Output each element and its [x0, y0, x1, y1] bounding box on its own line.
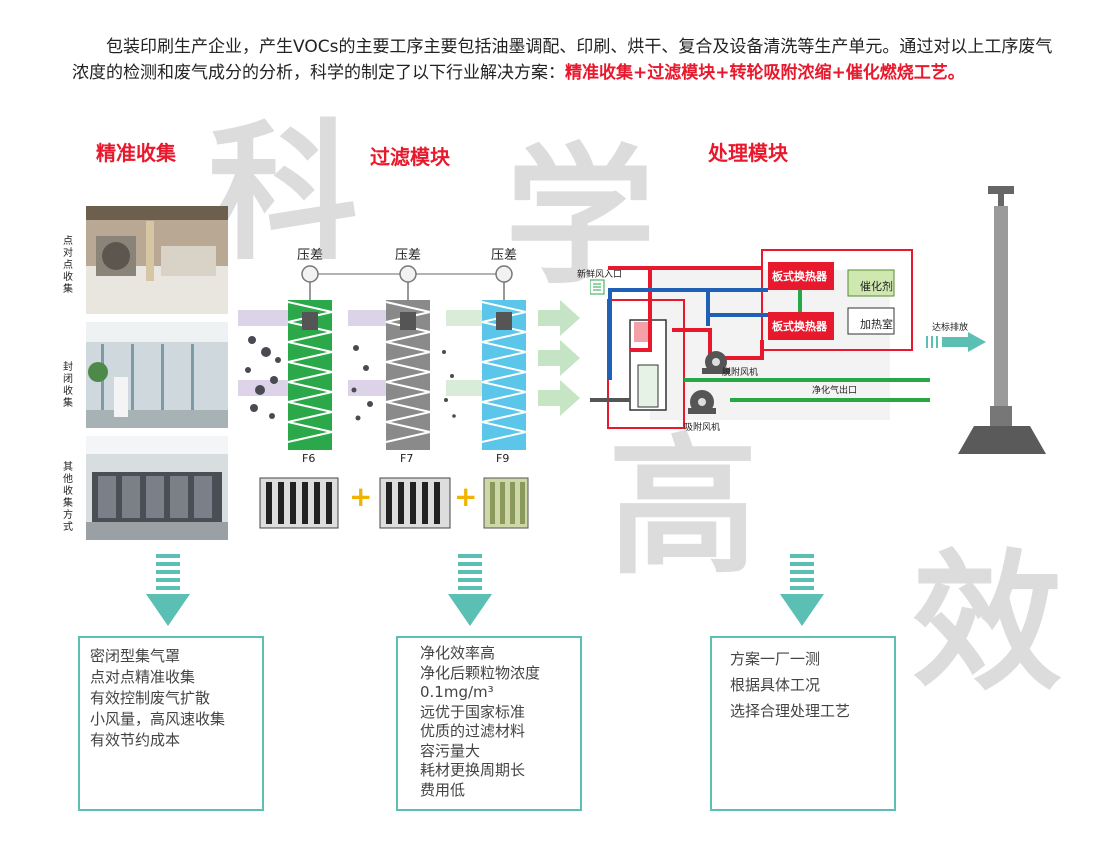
- info-collect-line-1: 密闭型集气罩: [90, 647, 181, 665]
- label-suction-fan: 吸附风机: [684, 423, 721, 433]
- down-arrow-collect: [146, 554, 190, 626]
- plus-sign-1: +: [349, 480, 373, 513]
- label-fresh-air: 新鲜风入口: [577, 270, 623, 280]
- section-title-collect: 精准收集: [96, 141, 176, 165]
- label-heat-exchanger-2: 板式换热器: [772, 320, 827, 333]
- info-box-process: 方案一厂一测 根据具体工况 选择合理处理工艺: [710, 636, 896, 811]
- info-filter-line-3: 0.1mg/m³: [420, 683, 494, 701]
- label-heater: 加热室: [860, 318, 893, 331]
- desorption-fan-icon: [702, 351, 730, 374]
- label-discharge: 达标排放: [932, 323, 969, 333]
- intro-text: 包装印刷生产企业，产生VOCs的主要工序主要包括油墨调配、印刷、烘干、复合及设备…: [72, 37, 1053, 83]
- info-collect-line-3: 有效控制废气扩散: [90, 689, 211, 707]
- photo-other-collection: [86, 436, 228, 540]
- section-title-filter: 过滤模块: [370, 145, 450, 169]
- filter-module-diagram: [238, 265, 580, 529]
- watermark-char-4: 效: [912, 535, 1063, 711]
- fresh-air-grille: [590, 279, 605, 295]
- filter-f7: [385, 265, 431, 450]
- intro-paragraph: 包装印刷生产企业，产生VOCs的主要工序主要包括油墨调配、印刷、烘干、复合及设备…: [72, 34, 1062, 86]
- label-heat-exchanger-1: 板式换热器: [772, 270, 827, 283]
- info-filter-line-2: 净化后颗粒物浓度: [420, 663, 541, 682]
- process-module-diagram: [590, 249, 930, 429]
- pressure-label-f9: 压差: [491, 248, 518, 263]
- label-enclosed-collection: 封闭收集: [63, 362, 73, 409]
- pressure-label-f7: 压差: [395, 248, 422, 263]
- info-filter-line-6: 容污量大: [420, 741, 481, 760]
- down-arrow-filter: [448, 554, 492, 626]
- plus-sign-2: +: [454, 480, 478, 513]
- watermark-char-1: 科: [208, 105, 359, 281]
- section-title-process: 处理模块: [708, 141, 788, 165]
- label-point-collection: 点对点收集: [63, 236, 73, 295]
- info-process-line-1: 方案一厂一测: [730, 650, 821, 668]
- info-collect-line-4: 小风量，高风速收集: [90, 710, 226, 728]
- info-filter-line-1: 净化效率高: [420, 644, 496, 662]
- filter-f9: [481, 265, 527, 450]
- bag-filter-3: [483, 477, 529, 529]
- intro-highlight: 精准收集+过滤模块+转轮吸附浓缩+催化燃烧工艺。: [565, 63, 965, 83]
- photo-enclosed-collection: [86, 322, 228, 428]
- label-other-collection: 其他收集方式: [63, 462, 73, 533]
- info-box-collect: 密闭型集气罩 点对点精准收集 有效控制废气扩散 小风量，高风速收集 有效节约成本: [78, 636, 264, 811]
- info-process-line-2: 根据具体工况: [730, 676, 821, 694]
- chimney: [958, 186, 1046, 454]
- bag-filter-1: [259, 477, 339, 529]
- label-desorption-fan: 脱附风机: [722, 368, 759, 378]
- info-filter-line-5: 优质的过滤材料: [420, 722, 526, 740]
- info-process-line-3: 选择合理处理工艺: [730, 702, 851, 720]
- watermark-char-3: 高: [608, 419, 759, 595]
- bag-filter-2: [379, 477, 451, 529]
- photo-point-collection: [86, 206, 228, 314]
- info-collect-line-2: 点对点精准收集: [90, 668, 196, 686]
- label-clean-outlet: 净化气出口: [812, 386, 858, 396]
- info-box-filter: 净化效率高 净化后颗粒物浓度 0.1mg/m³ 远优于国家标准 优质的过滤材料 …: [396, 636, 582, 811]
- grade-label-f9: F9: [496, 452, 510, 465]
- label-catalyst: 催化剂: [860, 280, 893, 293]
- grade-label-f7: F7: [400, 452, 414, 465]
- pressure-label-f6: 压差: [297, 248, 324, 263]
- info-filter-line-7: 耗材更换周期长: [420, 761, 526, 779]
- grade-label-f6: F6: [302, 452, 316, 465]
- particles: [245, 336, 456, 421]
- down-arrow-process: [780, 554, 824, 626]
- info-collect-line-5: 有效节约成本: [90, 731, 181, 749]
- info-filter-line-4: 远优于国家标准: [420, 702, 526, 721]
- filter-f6: [287, 265, 333, 450]
- info-filter-line-8: 费用低: [420, 780, 466, 799]
- discharge-arrow: [926, 332, 986, 352]
- suction-fan-icon: [688, 390, 716, 414]
